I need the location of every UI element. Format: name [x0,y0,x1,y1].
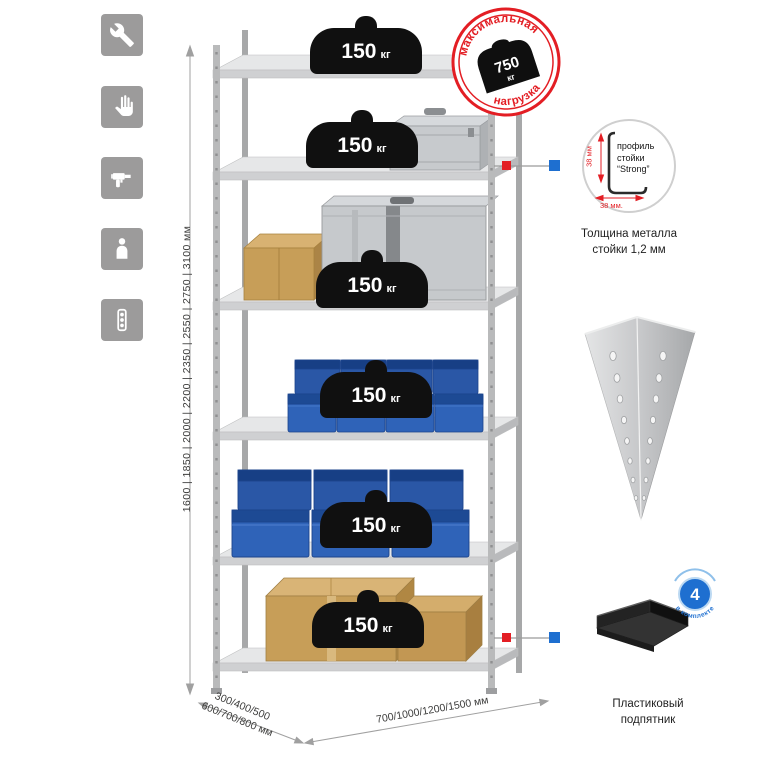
max-load-stamp: максимальная нагрузка 750 кг [449,2,561,117]
load-unit: кг [382,622,393,635]
load-value: 150 [351,383,387,407]
person-icon-tile [101,228,143,270]
dimension-lines [185,44,550,746]
qty-badge-value: 4 [690,585,700,604]
qty-badge: 4 в комплекте [674,568,716,620]
gloves-icon [115,95,133,116]
stamp-value: 750 [493,53,522,77]
load-unit: кг [390,392,401,405]
wrench-icon-tile [101,14,143,56]
wrench-icon [110,23,134,47]
profile-dim-horizontal: 38 мм. [600,201,623,210]
foot-caption: Пластиковый подпятник [612,698,684,726]
stamp-unit: кг [506,71,517,83]
drill-icon [111,173,131,188]
weight-handle-icon [365,490,387,502]
profile-description: профиль стойки “Strong” [617,141,655,175]
profile-callout [582,119,676,213]
person-icon [116,238,128,259]
shelving-rack [211,30,522,694]
weight-handle-icon [357,590,379,602]
angle-post-image [584,315,696,521]
gloves-icon-tile [101,86,143,128]
height-dimension-label: 1600 | 1850 | 2000 | 2200 | 2350 | 2550 … [181,225,193,513]
load-value: 150 [341,39,377,63]
load-unit: кг [376,142,387,155]
drill-icon-tile [101,157,143,199]
load-unit: кг [390,522,401,535]
weight-handle-icon [365,360,387,372]
profile-dim-vertical: 38 мм [584,146,594,167]
load-value: 150 [351,513,387,537]
load-unit: кг [386,282,397,295]
weight-handle-icon [355,16,377,28]
weight-handle-icon [351,110,373,122]
load-value: 150 [337,133,373,157]
weight-handle-icon [361,250,383,262]
profile-caption: Толщина металла стойки 1,2 мм [580,228,678,256]
load-unit: кг [380,48,391,61]
fasteners-icon [117,308,127,332]
plastic-foot-image [595,599,689,652]
callout-connectors [494,160,560,643]
load-value: 150 [343,613,379,637]
fasteners-icon-tile [101,299,143,341]
load-value: 150 [347,273,383,297]
